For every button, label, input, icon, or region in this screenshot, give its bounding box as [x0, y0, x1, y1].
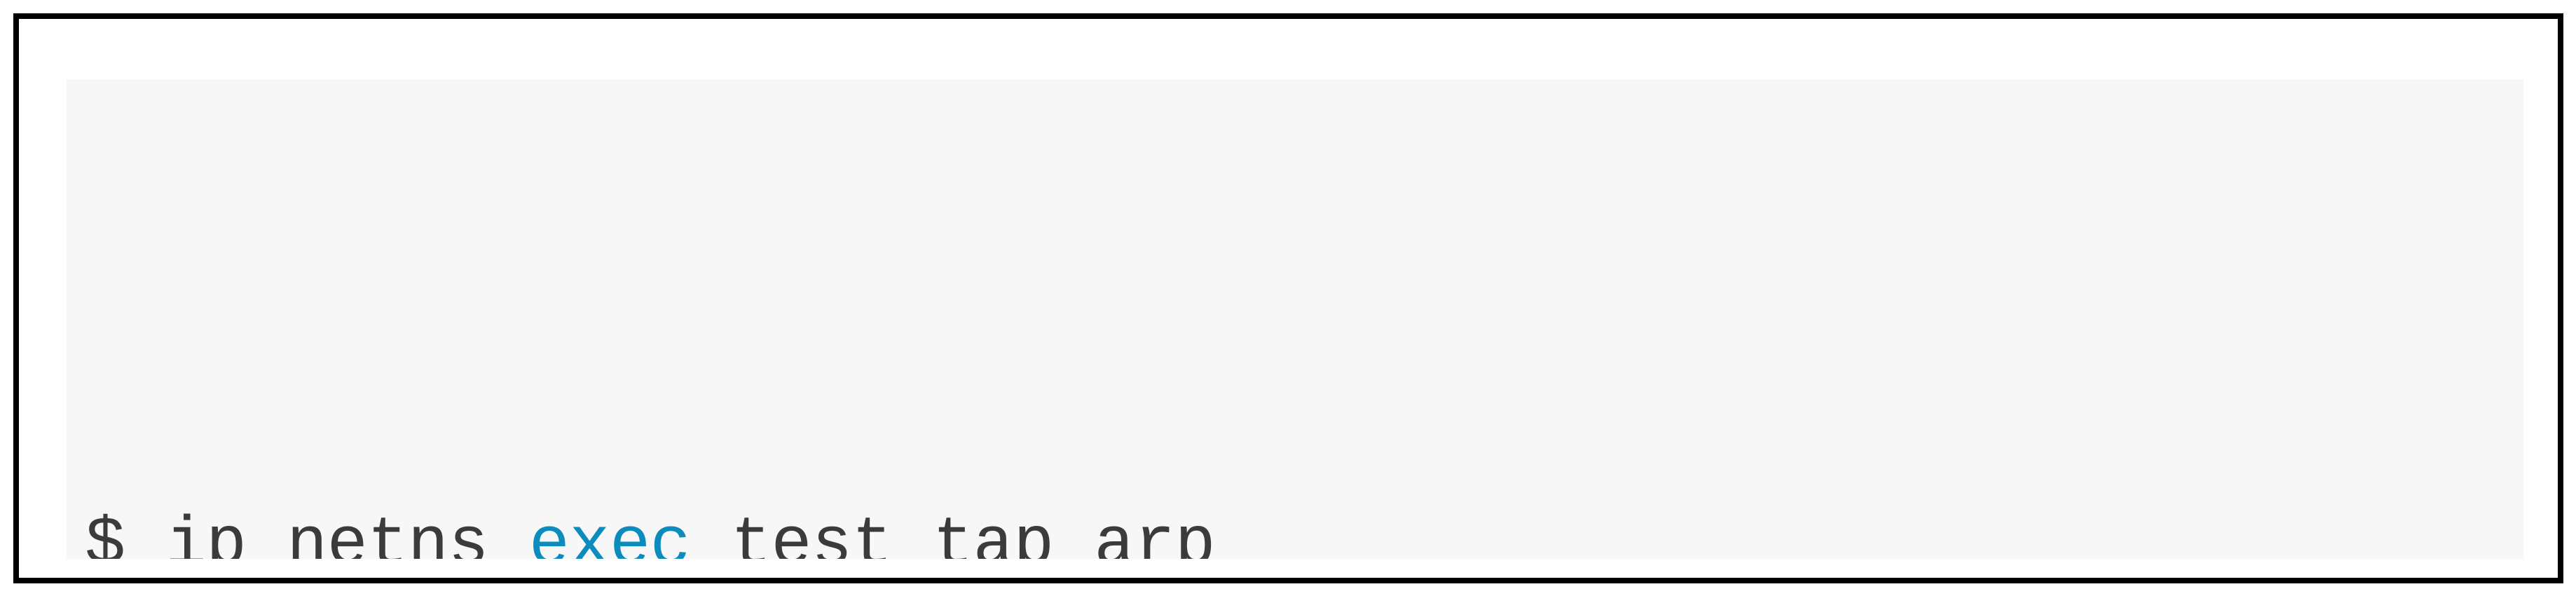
command-keyword-exec: exec: [528, 507, 691, 559]
command-pre: ip netns: [165, 507, 529, 559]
command-post: test_tap arp: [690, 507, 1216, 559]
screenshot-frame: $ ip netns exec test_tap arp Address HWt…: [13, 13, 2563, 583]
terminal-code-block[interactable]: $ ip netns exec test_tap arp Address HWt…: [67, 79, 2523, 559]
shell-prompt: $: [85, 507, 166, 559]
terminal-output: $ ip netns exec test_tap arp Address HWt…: [85, 79, 2345, 559]
command-line[interactable]: $ ip netns exec test_tap arp: [85, 479, 2345, 559]
